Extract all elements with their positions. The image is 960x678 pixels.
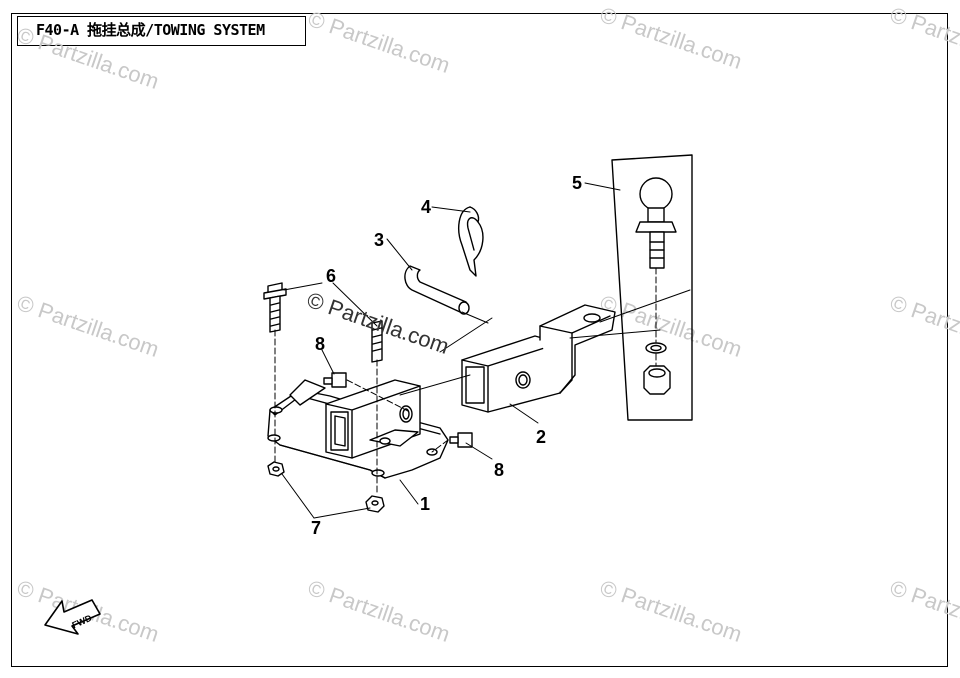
callout-6: 6 [326, 266, 336, 286]
page-title: F40-A 拖挂总成/TOWING SYSTEM [17, 16, 306, 46]
centre-lines [274, 267, 657, 496]
flange-bolt-small [449, 432, 473, 448]
assembly-lines [399, 289, 691, 396]
ball-mount-drawbar [461, 304, 616, 413]
flange-bolt [371, 320, 383, 363]
callout-8: 8 [494, 460, 504, 480]
tow-ball-assembly [611, 154, 693, 421]
receiver-mount-plate [267, 379, 449, 479]
flange-bolt [263, 282, 287, 333]
diagram-frame [11, 13, 948, 667]
flange-bolt-small [323, 372, 347, 388]
callout-2: 2 [536, 427, 546, 447]
callout-5: 5 [572, 173, 582, 193]
hitch-pin-clip [458, 206, 484, 277]
callout-1: 1 [420, 494, 430, 514]
hitch-pin [404, 265, 470, 315]
flange-nut [365, 495, 385, 513]
forward-arrow-icon: FWD [44, 599, 101, 635]
leader-lines [281, 182, 621, 519]
callout-7: 7 [311, 518, 321, 538]
callout-3: 3 [374, 230, 384, 250]
flange-nut [267, 461, 285, 477]
callout-4: 4 [421, 197, 431, 217]
callout-8: 8 [315, 334, 325, 354]
